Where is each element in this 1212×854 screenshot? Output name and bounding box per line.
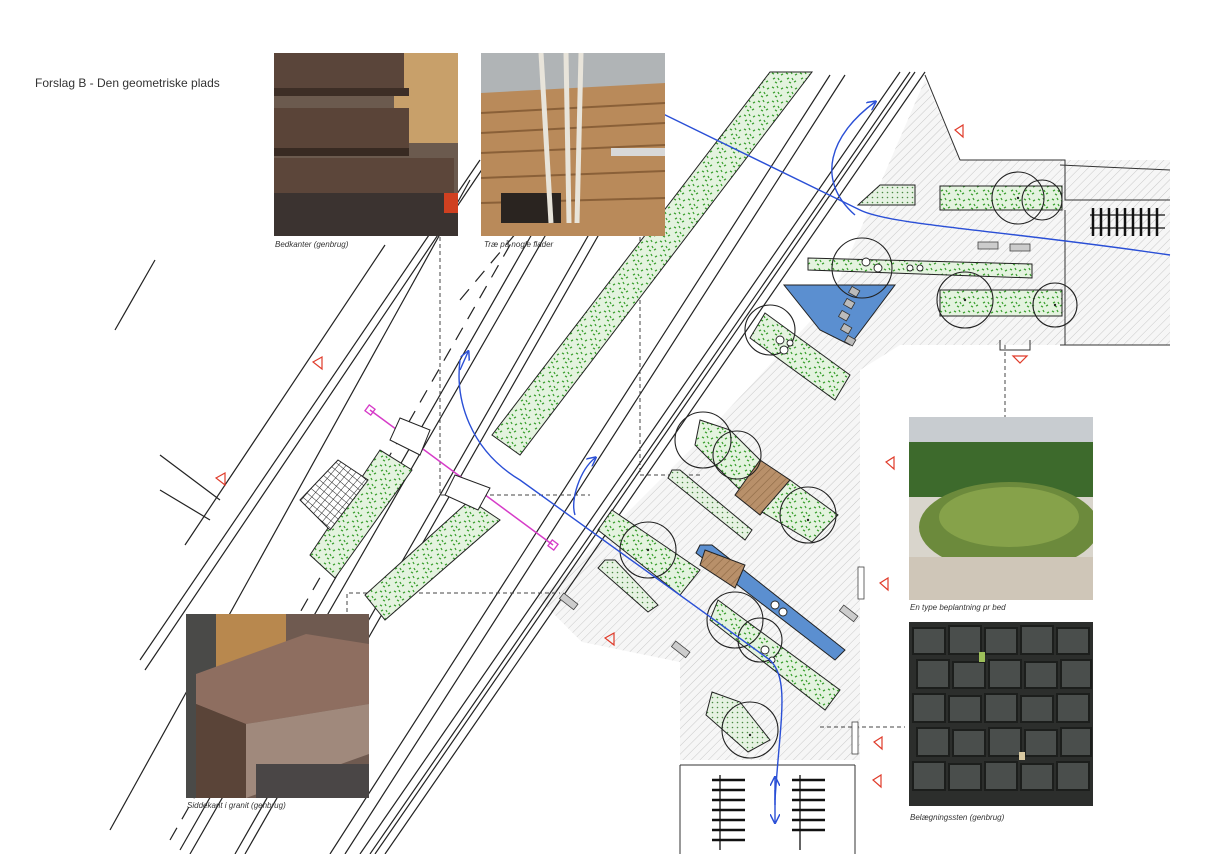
tree-canopies — [619, 171, 1078, 759]
photo-caption-siddekant: Siddekant i granit (genbrug) — [187, 801, 286, 810]
stacked-stone-slabs-photo — [274, 53, 458, 236]
building-outlines — [679, 74, 1171, 854]
small-trees — [760, 257, 924, 664]
entrance-markers — [214, 123, 1029, 789]
photo-stone-slabs — [274, 53, 458, 236]
tree-trunks — [646, 196, 1057, 737]
photo-caption-belaegningssten: Belægningssten (genbrug) — [910, 813, 1005, 822]
road-bays — [389, 417, 491, 511]
photo-granite-bench — [186, 614, 369, 798]
stepping-stones — [837, 285, 861, 347]
photo-cobblestone — [909, 622, 1093, 806]
benches — [558, 241, 1031, 755]
ornamental-grass-photo — [909, 417, 1093, 600]
bicycle-racks — [712, 208, 1165, 850]
cobblestone-paving-photo — [909, 622, 1093, 806]
granite-bench-photo — [186, 614, 369, 798]
movement-paths — [458, 84, 1171, 822]
photo-grass — [909, 417, 1093, 600]
photo-caption-trae: Træ på nogle flader — [484, 240, 554, 249]
photo-caption-bedkanter: Bedkanter (genbrug) — [275, 240, 349, 249]
page-title: Forslag B - Den geometriske plads — [35, 76, 220, 90]
photo-wood-deck — [481, 53, 665, 236]
photo-caption-beplantning: En type beplantning pr bed — [910, 603, 1006, 612]
wooden-deck-with-birch-photo — [481, 53, 665, 236]
plaza-beds-south — [597, 419, 846, 753]
